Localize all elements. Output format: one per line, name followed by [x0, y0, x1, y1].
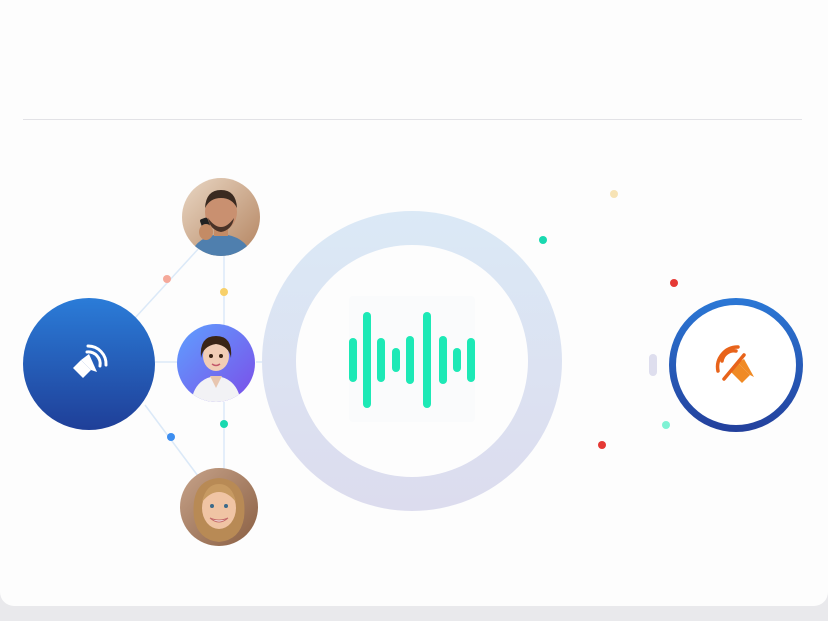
source-speaker-node[interactable]: [23, 298, 155, 430]
accent-dot: [220, 288, 228, 296]
woman-avatar[interactable]: [180, 468, 258, 546]
accent-dot: [598, 441, 606, 449]
accent-dot: [539, 236, 547, 244]
destination-speaker-node[interactable]: [669, 298, 803, 432]
accent-dot: [670, 279, 678, 287]
destination-speaker-inner: [676, 305, 796, 425]
diagram-card: [0, 0, 828, 606]
waveform-panel: [349, 296, 475, 422]
accent-dot: [167, 433, 175, 441]
audio-waveform-icon: [349, 312, 475, 408]
man-on-phone-avatar[interactable]: [182, 178, 260, 256]
speaker-muted-icon: [715, 345, 754, 383]
accent-dot: [610, 190, 618, 198]
accent-dot: [220, 420, 228, 428]
signal-marker: [649, 354, 657, 376]
accent-dot: [662, 421, 670, 429]
accent-dot: [163, 275, 171, 283]
divider-line: [23, 119, 802, 120]
ai-agent-avatar[interactable]: [177, 324, 255, 402]
speaker-waves-icon: [73, 344, 108, 378]
